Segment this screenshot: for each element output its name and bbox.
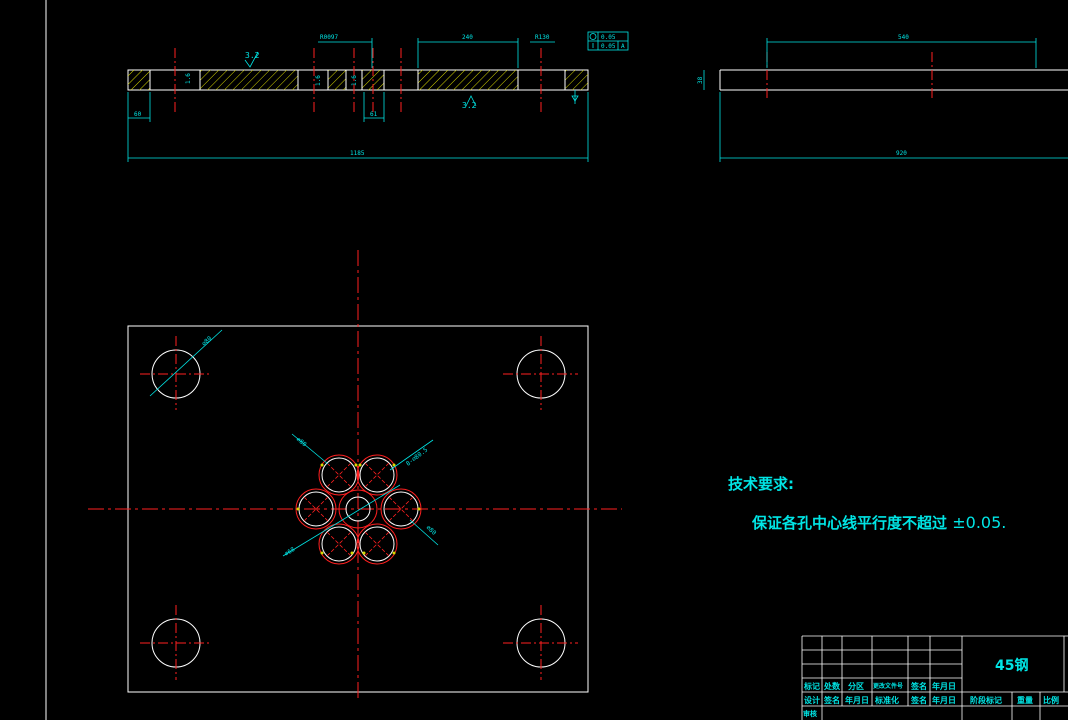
svg-text:1.6: 1.6 <box>351 75 358 86</box>
svg-text:540: 540 <box>898 34 909 41</box>
corner-hole-bottom-left <box>140 605 212 680</box>
cluster-leaders <box>282 433 439 557</box>
svg-text:标准化: 标准化 <box>874 695 899 705</box>
technical-requirements-line: 保证各孔中心线平行度不超过 ±0.05. <box>752 512 1006 533</box>
title-block-stage: 阶段标记 <box>970 695 1002 705</box>
corner-hole-top-left <box>140 336 212 410</box>
side-view: 540 920 38 <box>697 34 1068 162</box>
center-hole-cluster <box>295 454 422 565</box>
title-block-scale: 比例 <box>1043 695 1059 705</box>
svg-text:1.6: 1.6 <box>185 73 192 84</box>
svg-text:60: 60 <box>134 111 142 118</box>
svg-text:签名: 签名 <box>823 695 840 705</box>
title-block-row1: 标记 处数 分区 更改文件号 签名 年月日 <box>803 681 956 691</box>
technical-requirements-title: 技术要求: <box>728 475 794 493</box>
geometric-tolerance-frame <box>571 31 629 104</box>
svg-text:更改文件号: 更改文件号 <box>873 682 903 690</box>
corner-hole-leader <box>149 329 223 397</box>
requirement-tolerance: ±0.05. <box>952 513 1007 532</box>
section-centerlines <box>174 48 542 112</box>
corner-hole-bottom-right <box>503 605 578 680</box>
cluster-dim-1: ∅80 <box>295 436 308 448</box>
svg-text:标记: 标记 <box>803 681 820 691</box>
section-view: 1185 60 61 240 R130 R0097 1.6 1.6 1.6 3.… <box>127 31 629 162</box>
svg-text:1185: 1185 <box>350 150 365 157</box>
section-dimensions <box>127 38 589 162</box>
plan-main-centerlines <box>88 250 622 700</box>
geo-tol-datum: A <box>621 43 625 50</box>
svg-text:920: 920 <box>896 150 907 157</box>
svg-text:年月日: 年月日 <box>932 695 956 705</box>
cluster-dim-3: ∅68 <box>283 546 296 558</box>
svg-text:签名: 签名 <box>910 695 927 705</box>
corner-holes <box>140 336 578 680</box>
section-dim-texts: 1185 60 61 240 R130 R0097 1.6 1.6 1.6 <box>134 34 550 157</box>
svg-text:1.6: 1.6 <box>315 75 322 86</box>
section-plate-outline <box>127 69 589 91</box>
svg-text:61: 61 <box>370 111 378 118</box>
title-block <box>801 635 1068 720</box>
plan-view: ∅80 <box>88 250 622 700</box>
svg-text:年月日: 年月日 <box>932 681 956 691</box>
geo-tol-value-2: 0.05 <box>601 43 616 50</box>
roughness-bottom-value: 3.2 <box>462 101 477 110</box>
title-block-weight: 重量 <box>1017 695 1033 705</box>
roughness-symbol-top: 3.2 <box>244 51 260 68</box>
svg-text:R0097: R0097 <box>320 34 338 41</box>
roughness-top-value: 3.2 <box>245 51 260 60</box>
title-block-row2: 设计 签名 年月日 标准化 签名 年月日 <box>804 695 956 705</box>
requirement-text: 保证各孔中心线平行度不超过 <box>752 514 948 532</box>
svg-text:240: 240 <box>462 34 473 41</box>
title-block-row3: 审核 <box>803 709 817 718</box>
geo-tol-value-1: 0.05 <box>601 34 616 41</box>
corner-hole-top-right <box>503 336 578 410</box>
svg-text:38: 38 <box>697 76 704 84</box>
section-hatching <box>128 70 588 90</box>
svg-text:设计: 设计 <box>804 695 820 705</box>
title-block-material: 45钢 <box>995 657 1028 674</box>
svg-text:R130: R130 <box>535 34 550 41</box>
corner-hole-dim: ∅80 <box>201 335 214 348</box>
svg-text:处数: 处数 <box>823 681 841 691</box>
svg-text:分区: 分区 <box>848 681 864 691</box>
svg-text:签名: 签名 <box>910 681 927 691</box>
svg-text:年月日: 年月日 <box>845 695 869 705</box>
roughness-symbol-bottom: 3.2 <box>462 95 477 110</box>
